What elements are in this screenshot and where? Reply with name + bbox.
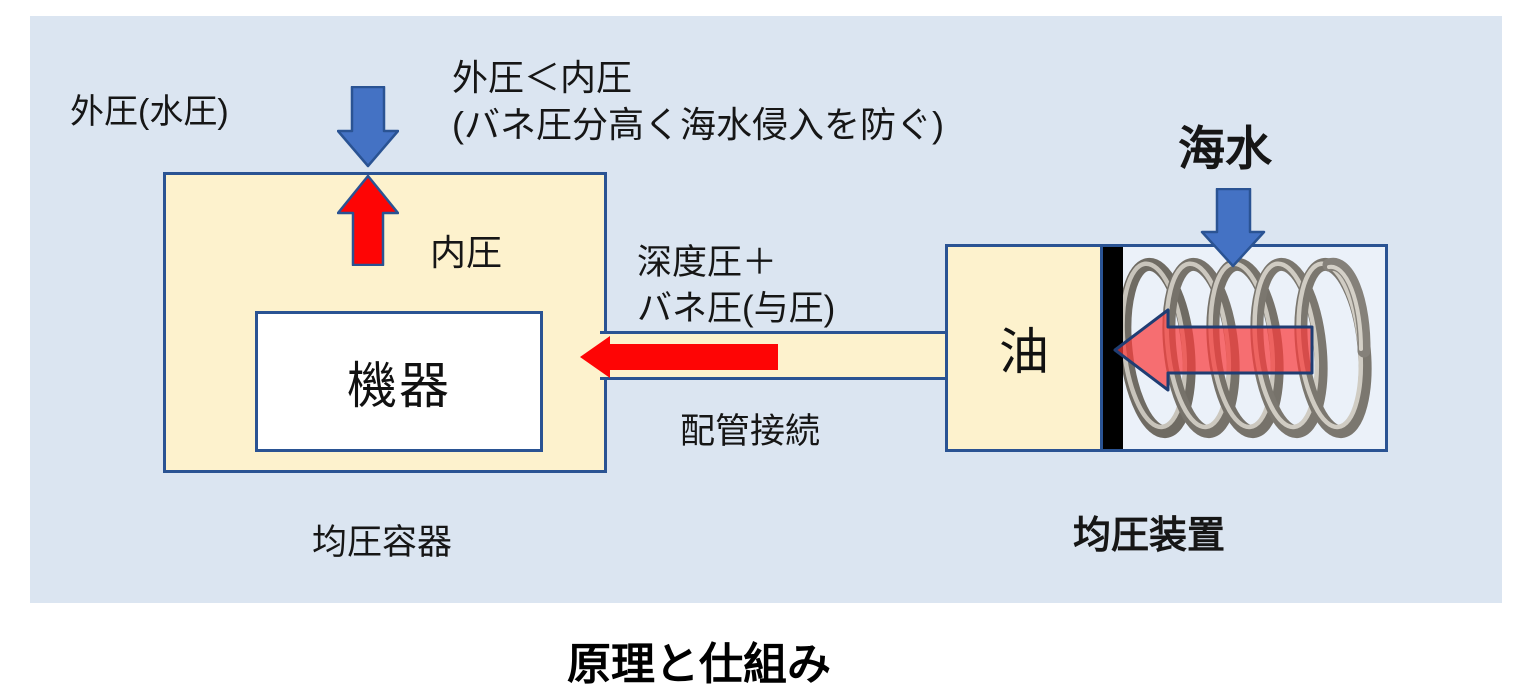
vessel-caption: 均圧容器 — [312, 523, 453, 562]
oil-label: 油 — [999, 324, 1049, 380]
supply-pressure-line1: 深度圧＋ — [637, 243, 778, 282]
device-caption: 均圧装置 — [1073, 515, 1226, 557]
equipment-box: 機器 — [255, 311, 543, 452]
supply-pressure-line2: バネ圧(与圧) — [637, 289, 836, 328]
page-title: 原理と仕組み — [567, 640, 831, 689]
spring-force-left-arrow-icon — [1113, 308, 1314, 392]
pipe-flow-left-arrow-icon — [580, 336, 778, 378]
external-pressure-label: 外圧(水圧) — [70, 93, 229, 131]
pressure-relation-line2: (バネ圧分高く海水侵入を防ぐ) — [452, 104, 944, 145]
supply-pressure-label: 深度圧＋ バネ圧(与圧) — [637, 240, 835, 332]
internal-pressure-up-arrow-icon — [337, 174, 399, 266]
pipe-connection-label: 配管接続 — [680, 412, 821, 451]
seawater-label: 海水 — [1178, 122, 1272, 175]
piston-bar — [1103, 247, 1123, 449]
oil-chamber: 油 — [948, 247, 1103, 449]
pressure-relation-line1: 外圧＜内圧 — [452, 57, 633, 98]
pressure-relation-label: 外圧＜内圧 (バネ圧分高く海水侵入を防ぐ) — [452, 54, 944, 148]
equipment-label: 機器 — [347, 357, 451, 414]
external-pressure-down-arrow-icon — [337, 86, 399, 168]
internal-pressure-label: 内圧 — [430, 232, 503, 273]
seawater-down-arrow-icon — [1200, 188, 1266, 268]
